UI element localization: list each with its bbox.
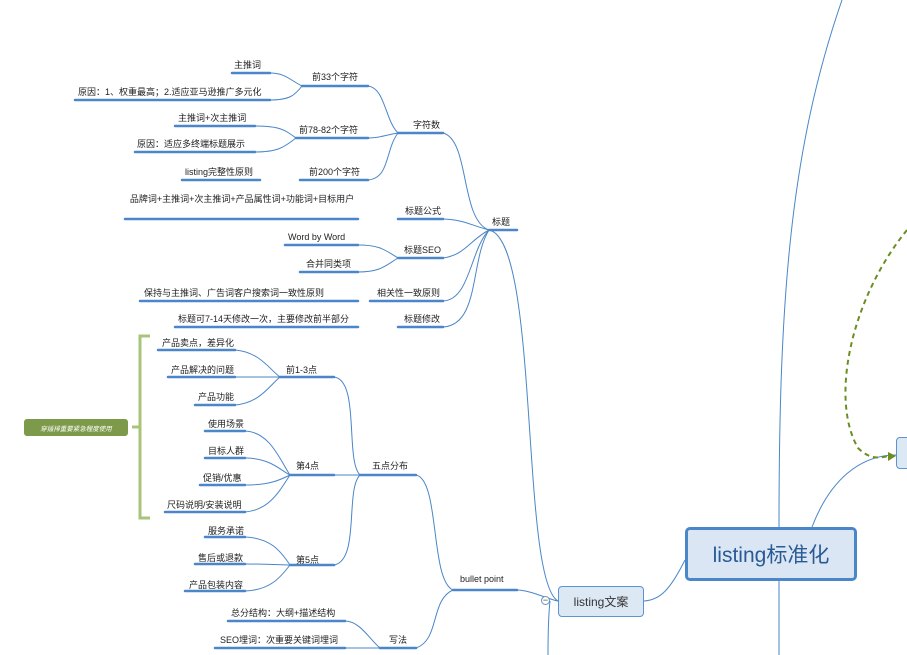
topic-char-count[interactable]: 字符数: [413, 120, 441, 130]
collapse-toggle-icon[interactable]: −: [541, 595, 550, 605]
topic-first200[interactable]: 前200个字符: [309, 167, 361, 177]
topic-package-content[interactable]: 产品包装内容: [189, 580, 244, 590]
topic-points-1-3[interactable]: 前1-3点: [286, 365, 318, 375]
topic-reason-1[interactable]: 原因：1、权重最高；2.适应亚马逊推广多元化: [78, 87, 262, 97]
topic-right-partial[interactable]: [896, 437, 907, 469]
topic-five-points[interactable]: 五点分布: [372, 461, 409, 471]
central-topic[interactable]: listing标准化: [685, 527, 857, 581]
topic-consistency[interactable]: 相关性一致原则: [377, 288, 441, 298]
topic-merge-similar[interactable]: 合并同类项: [306, 259, 352, 269]
topic-structure[interactable]: 总分结构：大纲+描述结构: [231, 608, 336, 618]
topic-first33[interactable]: 前33个字符: [312, 72, 359, 82]
topic-modify-detail[interactable]: 标题可7-14天修改一次，主要修改前半部分: [178, 314, 350, 324]
topic-completeness[interactable]: listing完整性原则: [185, 167, 254, 177]
note-label[interactable]: 穿插排重要紧急程度使用: [24, 419, 128, 436]
topic-function[interactable]: 产品功能: [198, 392, 235, 402]
topic-main-keyword[interactable]: 主推词: [234, 60, 262, 70]
topic-seo-keywords[interactable]: SEO埋词：次重要关键词埋词: [220, 635, 339, 645]
topic-title-seo[interactable]: 标题SEO: [404, 245, 442, 255]
topic-consistency-detail[interactable]: 保持与主推词、广告词客户搜索词一致性原则: [144, 288, 325, 298]
topic-writing[interactable]: 写法: [389, 635, 408, 645]
note-bracket: [132, 334, 150, 520]
topic-title-formula[interactable]: 标题公式: [405, 206, 442, 216]
topic-title[interactable]: 标题: [492, 217, 511, 227]
topic-selling-point[interactable]: 产品卖点，差异化: [162, 338, 235, 348]
topic-listing-copy[interactable]: listing文案: [558, 586, 644, 617]
topic-target-audience[interactable]: 目标人群: [208, 446, 245, 456]
topic-reason-2[interactable]: 原因：适应多终端标题展示: [137, 139, 246, 149]
topic-formula-detail[interactable]: 品牌词+主推词+次主推词+产品属性词+功能词+目标用户: [129, 194, 355, 204]
relationship-arrow-icon: [888, 452, 896, 461]
topic-usage-scene[interactable]: 使用场景: [208, 419, 245, 429]
topic-promotion[interactable]: 促销/优惠: [203, 473, 242, 483]
topic-point-4[interactable]: 第4点: [296, 461, 320, 471]
topic-title-modify[interactable]: 标题修改: [404, 314, 441, 324]
topic-size-install[interactable]: 尺码说明/安装说明: [167, 500, 242, 510]
topic-main-sub-keyword[interactable]: 主推词+次主推词: [178, 113, 247, 123]
topic-problem-solved[interactable]: 产品解决的问题: [171, 365, 235, 375]
topic-first78[interactable]: 前78-82个字符: [299, 125, 359, 135]
topic-word-by-word[interactable]: Word by Word: [288, 232, 346, 242]
topic-service-promise[interactable]: 服务承诺: [208, 526, 245, 536]
topic-after-sale[interactable]: 售后或退款: [198, 553, 244, 563]
relationship-dashed-line: [844, 229, 907, 459]
topic-bullet-point[interactable]: bullet point: [460, 574, 504, 584]
topic-point-5[interactable]: 第5点: [296, 555, 320, 565]
